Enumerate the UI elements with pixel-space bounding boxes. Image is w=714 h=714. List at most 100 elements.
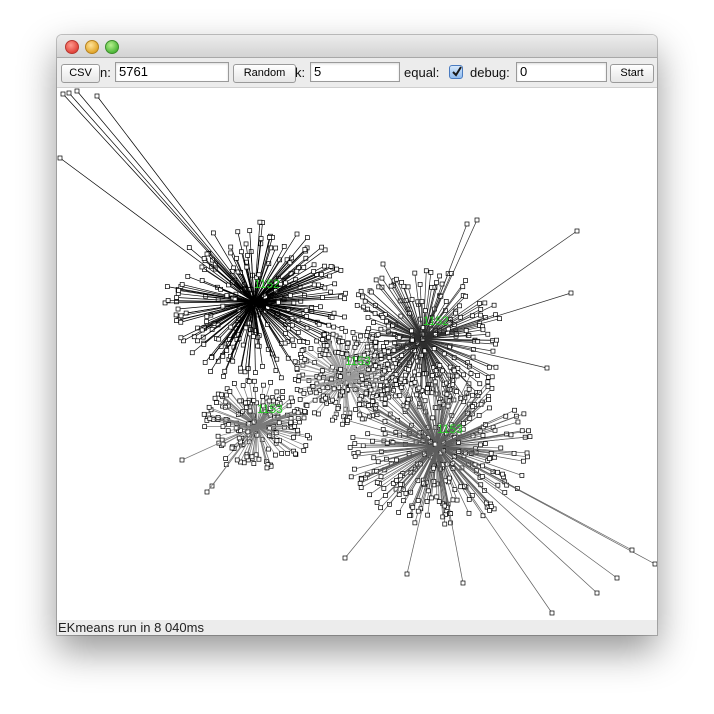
assignment-line bbox=[422, 296, 466, 340]
data-point bbox=[342, 296, 347, 302]
data-point bbox=[359, 416, 365, 422]
assignment-line bbox=[253, 292, 346, 303]
data-point bbox=[476, 413, 482, 418]
data-point bbox=[210, 257, 215, 263]
centroid-label: 1152 bbox=[423, 314, 449, 328]
data-point bbox=[370, 399, 376, 404]
data-point bbox=[463, 328, 469, 334]
assignment-line bbox=[422, 338, 490, 368]
close-window-button[interactable] bbox=[65, 40, 79, 54]
assignment-line bbox=[204, 413, 258, 427]
data-point bbox=[303, 443, 309, 448]
assignment-line bbox=[398, 445, 438, 513]
data-point bbox=[359, 372, 364, 378]
data-point bbox=[178, 319, 184, 325]
data-point bbox=[493, 364, 499, 370]
assignment-line bbox=[436, 381, 489, 447]
data-point bbox=[463, 278, 468, 283]
assignment-line bbox=[206, 301, 255, 322]
data-point bbox=[486, 397, 492, 402]
equal-checkbox[interactable] bbox=[449, 65, 463, 79]
data-point bbox=[431, 479, 437, 484]
data-point bbox=[293, 451, 298, 457]
assignment-line bbox=[403, 286, 424, 340]
data-point bbox=[273, 245, 279, 251]
assignment-line bbox=[436, 421, 519, 447]
data-point bbox=[594, 590, 600, 596]
assignment-line bbox=[421, 338, 424, 391]
data-point bbox=[295, 410, 301, 416]
data-point bbox=[335, 406, 341, 412]
data-point bbox=[274, 438, 280, 444]
data-point bbox=[480, 463, 485, 469]
start-button[interactable]: Start bbox=[610, 64, 654, 83]
data-point bbox=[392, 361, 398, 367]
data-point bbox=[382, 418, 388, 424]
cluster-5 bbox=[342, 363, 657, 616]
data-point bbox=[201, 342, 207, 347]
data-point bbox=[360, 443, 366, 449]
assignment-line bbox=[347, 420, 438, 447]
data-point bbox=[382, 368, 388, 374]
assignment-line bbox=[202, 280, 255, 303]
assignment-line bbox=[371, 291, 424, 340]
data-point bbox=[343, 328, 348, 334]
csv-button[interactable]: CSV bbox=[61, 64, 100, 83]
data-point bbox=[478, 312, 483, 318]
assignment-line bbox=[344, 377, 374, 403]
assignment-line bbox=[341, 353, 346, 379]
data-point bbox=[417, 282, 423, 287]
data-point bbox=[362, 298, 368, 304]
assignment-line bbox=[436, 444, 481, 447]
assignment-line bbox=[436, 373, 472, 447]
data-point bbox=[332, 281, 338, 287]
assignment-line bbox=[256, 425, 304, 451]
data-point bbox=[204, 251, 210, 257]
data-point bbox=[497, 316, 502, 322]
data-point bbox=[383, 493, 388, 498]
data-point bbox=[305, 340, 310, 345]
equal-label: equal: bbox=[404, 65, 440, 80]
data-point bbox=[489, 386, 495, 391]
zoom-window-button[interactable] bbox=[105, 40, 119, 54]
data-point bbox=[278, 375, 284, 381]
data-point bbox=[276, 420, 282, 426]
data-point bbox=[431, 346, 437, 351]
data-point bbox=[199, 264, 205, 270]
n-input[interactable]: 5761 bbox=[115, 62, 229, 82]
data-point bbox=[247, 228, 253, 233]
minimize-window-button[interactable] bbox=[85, 40, 99, 54]
data-point bbox=[397, 392, 403, 398]
assignment-line bbox=[253, 295, 291, 303]
assignment-line bbox=[253, 301, 255, 337]
assignment-line bbox=[253, 301, 298, 370]
assignment-line bbox=[381, 277, 424, 340]
data-point bbox=[185, 274, 191, 279]
data-point bbox=[403, 372, 408, 378]
assignment-line bbox=[203, 258, 255, 303]
assignment-line bbox=[236, 425, 258, 461]
assignment-line bbox=[406, 406, 438, 447]
assignment-line bbox=[253, 298, 345, 303]
assignment-line bbox=[422, 312, 456, 340]
data-point bbox=[433, 368, 439, 374]
assignment-line bbox=[206, 253, 255, 303]
assignment-line bbox=[436, 445, 523, 476]
data-point bbox=[330, 331, 336, 337]
assignment-line bbox=[344, 377, 363, 380]
data-point bbox=[432, 379, 438, 385]
assignment-line bbox=[253, 283, 335, 303]
assignment-line bbox=[253, 301, 295, 346]
data-point bbox=[394, 276, 399, 282]
assignment-line bbox=[224, 301, 255, 372]
random-button[interactable]: Random bbox=[233, 64, 296, 83]
data-point bbox=[94, 93, 100, 99]
data-point bbox=[328, 289, 334, 295]
assignment-line bbox=[256, 425, 306, 446]
debug-input[interactable]: 0 bbox=[516, 62, 607, 82]
assignment-line bbox=[254, 381, 258, 427]
assignment-line bbox=[176, 301, 255, 321]
data-point bbox=[308, 346, 314, 351]
k-input[interactable]: 5 bbox=[310, 62, 400, 82]
